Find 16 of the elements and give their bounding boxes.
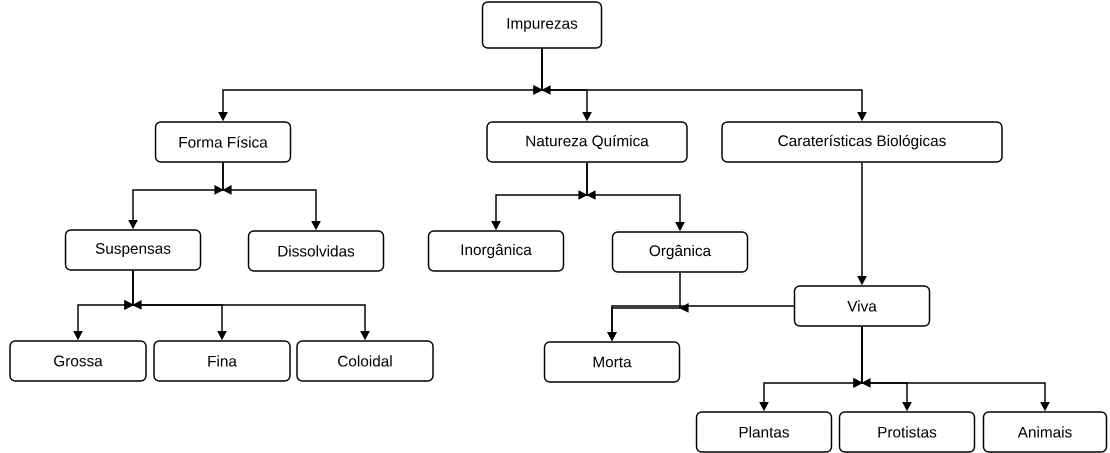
category-box: Fina bbox=[153, 340, 291, 382]
category-box: Animais bbox=[982, 411, 1108, 453]
category-box: Inorgânica bbox=[427, 230, 565, 272]
category-box: Natureza Química bbox=[486, 121, 688, 163]
category-box: Plantas bbox=[695, 411, 833, 453]
category-box: Dissolvidas bbox=[247, 230, 385, 272]
category-box: Forma Física bbox=[154, 121, 292, 163]
category-box: Suspensas bbox=[64, 229, 202, 271]
category-box: Caraterísticas Biológicas bbox=[721, 121, 1003, 163]
category-box: Orgânica bbox=[611, 231, 749, 273]
category-box: Impurezas bbox=[481, 1, 603, 49]
category-box: Morta bbox=[543, 341, 681, 383]
category-box: Grossa bbox=[9, 340, 147, 382]
category-box: Protistas bbox=[838, 411, 976, 453]
category-box: Viva bbox=[793, 285, 931, 327]
category-box: Coloidal bbox=[296, 340, 434, 382]
